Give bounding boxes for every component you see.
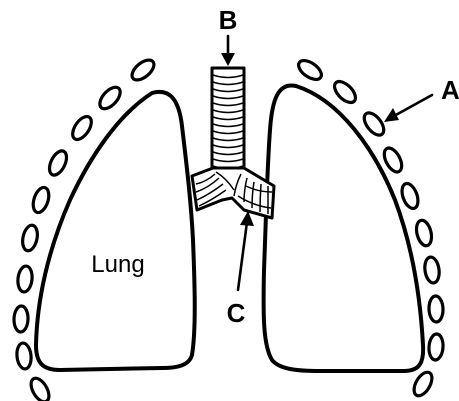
rib bbox=[16, 342, 33, 369]
trachea bbox=[212, 68, 244, 174]
rib bbox=[360, 109, 387, 138]
rib bbox=[428, 334, 444, 361]
rib bbox=[381, 145, 406, 175]
label-a: A bbox=[441, 75, 459, 105]
rib bbox=[429, 296, 444, 322]
label-lung: Lung bbox=[91, 251, 144, 278]
rib bbox=[295, 57, 324, 83]
rib bbox=[399, 181, 421, 210]
label-b: B bbox=[219, 5, 238, 35]
rib bbox=[96, 84, 124, 113]
rib bbox=[27, 375, 52, 401]
rib bbox=[410, 369, 435, 399]
arrow-c bbox=[238, 211, 254, 290]
rib bbox=[14, 306, 29, 332]
rib bbox=[69, 113, 95, 142]
bronchi bbox=[192, 168, 274, 218]
rib bbox=[129, 56, 158, 83]
right-lung bbox=[264, 85, 424, 371]
rib bbox=[46, 148, 70, 178]
rib bbox=[423, 256, 440, 284]
left-lung bbox=[36, 92, 195, 370]
rib bbox=[20, 224, 39, 252]
rib bbox=[17, 265, 34, 292]
rib bbox=[331, 78, 359, 106]
rib bbox=[414, 219, 434, 248]
arrow-b bbox=[221, 36, 235, 66]
arrow-a bbox=[384, 95, 432, 122]
label-c: C bbox=[227, 298, 246, 328]
rib bbox=[30, 185, 51, 214]
